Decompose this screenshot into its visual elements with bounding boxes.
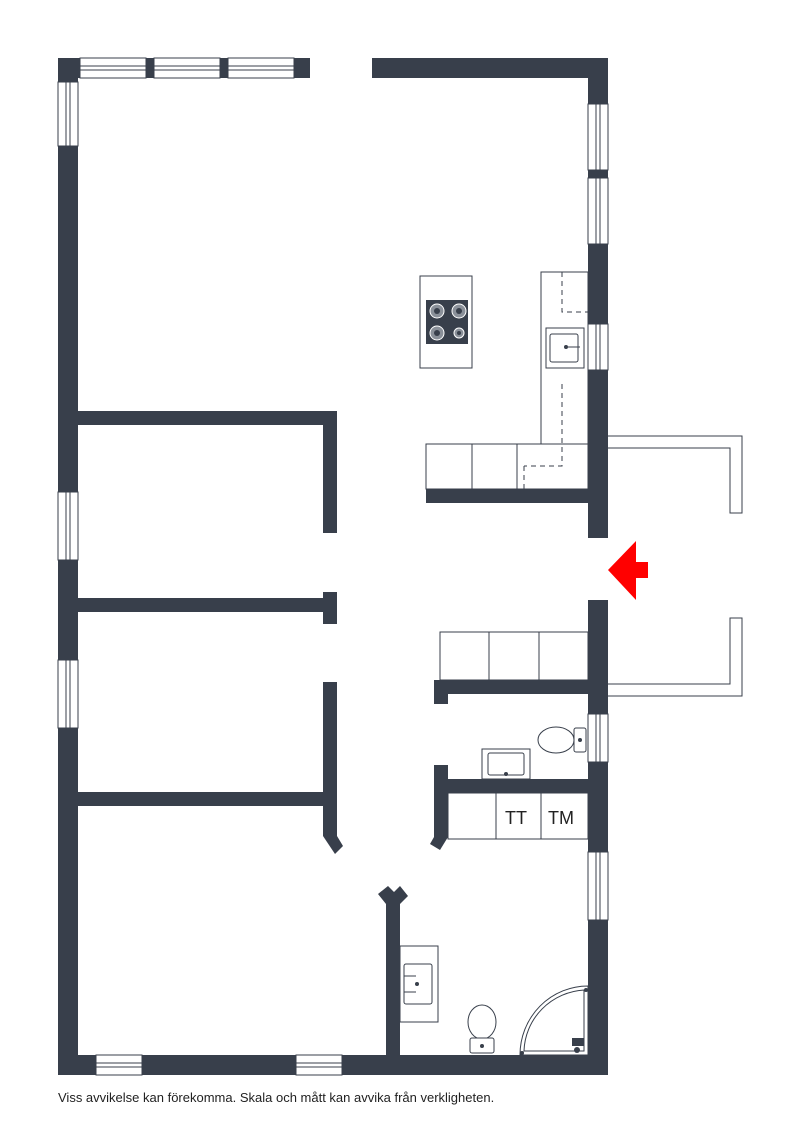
wall-bath-left: [386, 896, 400, 1056]
entrance-railings: [608, 435, 743, 697]
wall-kitchen-counter: [426, 489, 588, 503]
wall-top-right: [372, 58, 608, 78]
stove-icon: [426, 300, 468, 344]
wall-bedroom2-stub: [323, 592, 337, 624]
window-icon: [79, 57, 147, 79]
entrance-arrow-icon: [608, 541, 648, 600]
window-icon: [295, 1054, 343, 1076]
toilet-icon: [537, 726, 587, 754]
wall-laundry-door-angle: [430, 837, 448, 850]
window-icon: [587, 713, 609, 763]
window-icon: [227, 57, 295, 79]
window-icon: [153, 57, 221, 79]
dryer-label: TM: [548, 808, 574, 828]
disclaimer-text: Viss avvikelse kan förekomma. Skala och …: [58, 1090, 495, 1105]
wall-bedroom2-right: [323, 682, 337, 836]
wall-laundry-left: [434, 765, 448, 837]
window-icon: [587, 177, 609, 245]
wc-laundry: TT TM: [447, 726, 589, 840]
wall-left: [58, 58, 78, 1075]
wall-hall-wardrobe-end: [434, 680, 448, 704]
sink-icon: [399, 945, 439, 1023]
wall-bedroom2-door-angle: [323, 836, 343, 854]
washing-machine-label: TT: [505, 808, 527, 828]
interior-walls: [78, 411, 588, 1056]
window-icon: [587, 323, 609, 371]
wall-hall-wardrobe: [434, 680, 588, 694]
kitchen-counter-bottom: [425, 443, 589, 490]
wall-laundry-top: [434, 779, 588, 793]
windows: [57, 57, 609, 1076]
window-icon: [57, 491, 79, 561]
sink-icon: [545, 327, 585, 369]
window-icon: [57, 81, 79, 147]
window-icon: [57, 659, 79, 729]
hall-wardrobe: [439, 631, 589, 681]
kitchen: [419, 271, 589, 490]
wall-bedroom2-bottom: [78, 792, 337, 806]
outer-walls: [58, 58, 608, 1075]
wall-bath-door-angle: [378, 886, 408, 904]
laundry-counter: [447, 792, 589, 840]
shower-icon: [519, 985, 589, 1056]
wall-bedroom1-right: [323, 411, 337, 533]
wall-right-lower: [588, 600, 608, 1075]
toilet-icon: [467, 1004, 497, 1054]
bathroom: [399, 945, 589, 1056]
wall-bedroom1-bottom: [78, 598, 337, 612]
sink-icon: [481, 748, 531, 780]
window-icon: [95, 1054, 143, 1076]
window-icon: [587, 103, 609, 171]
wall-bedroom1-top: [78, 411, 337, 425]
window-icon: [587, 851, 609, 921]
